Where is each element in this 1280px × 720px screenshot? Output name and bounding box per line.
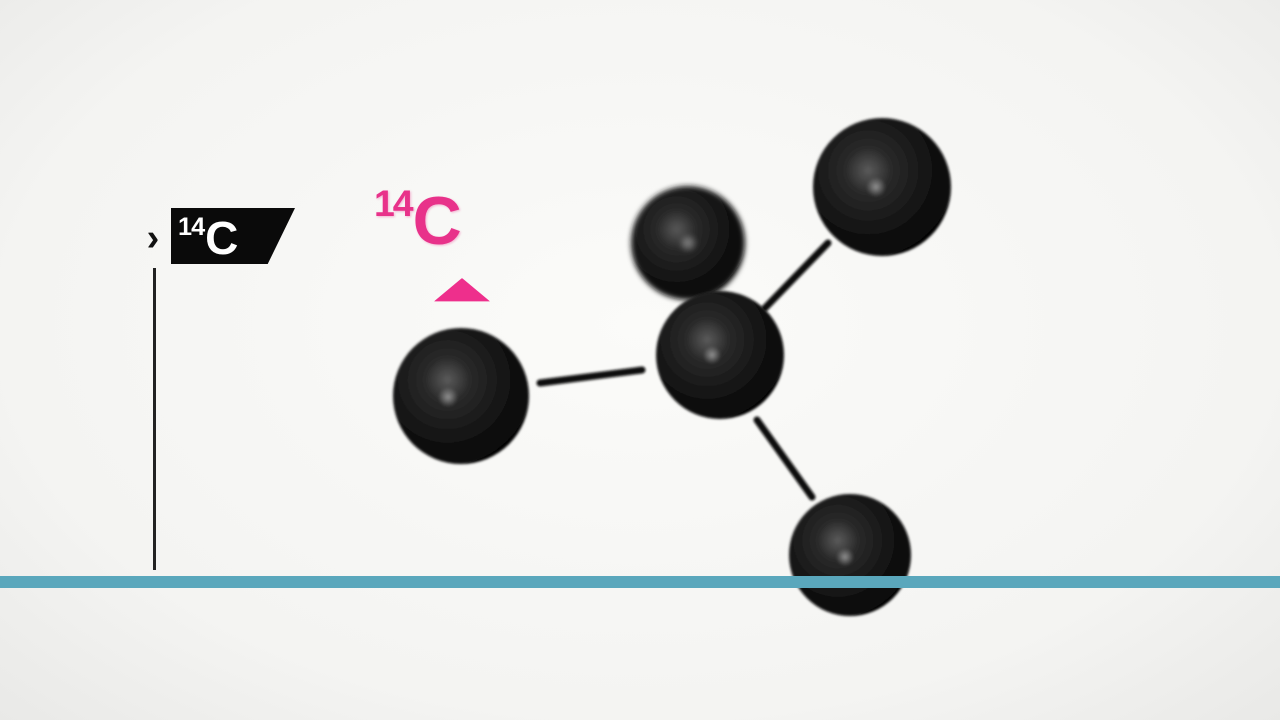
bond-left xyxy=(536,366,646,387)
flag-element-symbol: C xyxy=(205,212,238,264)
ground-line xyxy=(0,576,1280,588)
chevron-right-icon: › xyxy=(146,217,160,259)
atom-top xyxy=(631,186,745,300)
flag-pole xyxy=(153,268,156,570)
atom-center xyxy=(656,291,784,419)
atom-left-carbon-14 xyxy=(393,328,529,464)
highlight-element-symbol: C xyxy=(412,183,462,259)
atom-bottom xyxy=(789,494,911,616)
flag-mass-number: 14 xyxy=(178,213,205,242)
bond-lower xyxy=(753,416,816,501)
highlight-isotope-label: 14C xyxy=(374,176,462,259)
highlight-mass-number: 14 xyxy=(374,181,414,224)
atom-upper-right xyxy=(813,118,951,256)
bond-upper-right xyxy=(761,239,832,312)
flag-isotope-label: 14C xyxy=(178,208,238,264)
